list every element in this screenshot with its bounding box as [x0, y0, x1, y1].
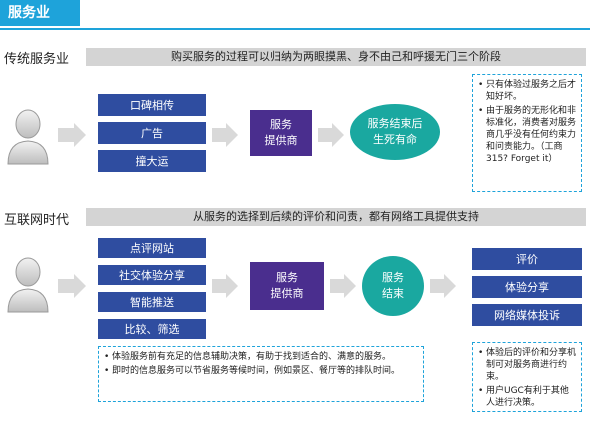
person-icon [6, 108, 50, 166]
arrow-right-icon [74, 274, 86, 298]
provider-line: 服务 [270, 118, 292, 131]
arrow-right-icon [344, 274, 356, 298]
note-item: 即时的信息服务可以节省服务等候时间，例如景区、餐厅等的排队时间。 [104, 365, 418, 377]
arrow-right-icon [212, 128, 226, 142]
header-divider [0, 28, 590, 30]
section2-banner: 从服务的选择到后续的评价和问责，都有网络工具提供支持 [86, 208, 586, 226]
outcome-ellipse: 服务 结束 [362, 256, 424, 316]
arrow-right-icon [226, 123, 238, 147]
channel-box: 社交体验分享 [98, 265, 206, 285]
channel-box: 智能推送 [98, 292, 206, 312]
note-item: 体验服务前有充足的信息辅助决策，有助于找到适合的、满意的服务。 [104, 351, 418, 363]
arrow-right-icon [444, 274, 456, 298]
section2-note-right: 体验后的评价和分享机制可对服务商进行约束。 用户UGC有利于其他人进行决策。 [472, 342, 582, 412]
arrow-right-icon [58, 128, 74, 142]
provider-line: 服务 [276, 271, 298, 284]
page-title: 服务业 [0, 0, 80, 26]
arrow-right-icon [58, 279, 74, 293]
outcome-line: 生死有命 [373, 133, 417, 146]
section1-note: 只有体验过服务之后才知好坏。 由于服务的无形化和非标准化，消费者对服务商几乎没有… [472, 74, 582, 192]
section2-label: 互联网时代 [4, 213, 70, 228]
result-box: 评价 [472, 248, 582, 270]
channel-box: 广告 [98, 122, 206, 144]
arrow-right-icon [430, 279, 444, 293]
arrow-right-icon [226, 274, 238, 298]
arrow-right-icon [74, 123, 86, 147]
note-item: 由于服务的无形化和非标准化，消费者对服务商几乎没有任何约束力和问责能力。（工商3… [478, 105, 576, 165]
note-item: 只有体验过服务之后才知好坏。 [478, 79, 576, 103]
outcome-line: 服务 [382, 271, 404, 284]
arrow-right-icon [330, 279, 344, 293]
outcome-line: 结束 [382, 287, 404, 300]
section1-banner: 购买服务的过程可以归纳为两眼摸黑、身不由己和呼援无门三个阶段 [86, 48, 586, 66]
note-item: 用户UGC有利于其他人进行决策。 [478, 385, 576, 409]
person-icon [6, 256, 50, 314]
result-box: 体验分享 [472, 276, 582, 298]
channel-box: 撞大运 [98, 150, 206, 172]
note-item: 体验后的评价和分享机制可对服务商进行约束。 [478, 347, 576, 383]
provider-line: 提供商 [270, 287, 304, 300]
channel-box: 口碑相传 [98, 94, 206, 116]
section1-label: 传统服务业 [4, 52, 70, 67]
arrow-right-icon [332, 123, 344, 147]
arrow-right-icon [212, 279, 226, 293]
service-provider-box: 服务 提供商 [250, 262, 324, 310]
arrow-right-icon [318, 128, 332, 142]
provider-line: 提供商 [264, 134, 298, 147]
section2-note-left: 体验服务前有充足的信息辅助决策，有助于找到适合的、满意的服务。 即时的信息服务可… [98, 346, 424, 402]
service-provider-box: 服务 提供商 [250, 110, 312, 156]
result-box: 网络媒体投诉 [472, 304, 582, 326]
outcome-ellipse: 服务结束后 生死有命 [350, 104, 440, 160]
channel-box: 点评网站 [98, 238, 206, 258]
channel-box: 比较、筛选 [98, 319, 206, 339]
outcome-line: 服务结束后 [367, 117, 423, 130]
